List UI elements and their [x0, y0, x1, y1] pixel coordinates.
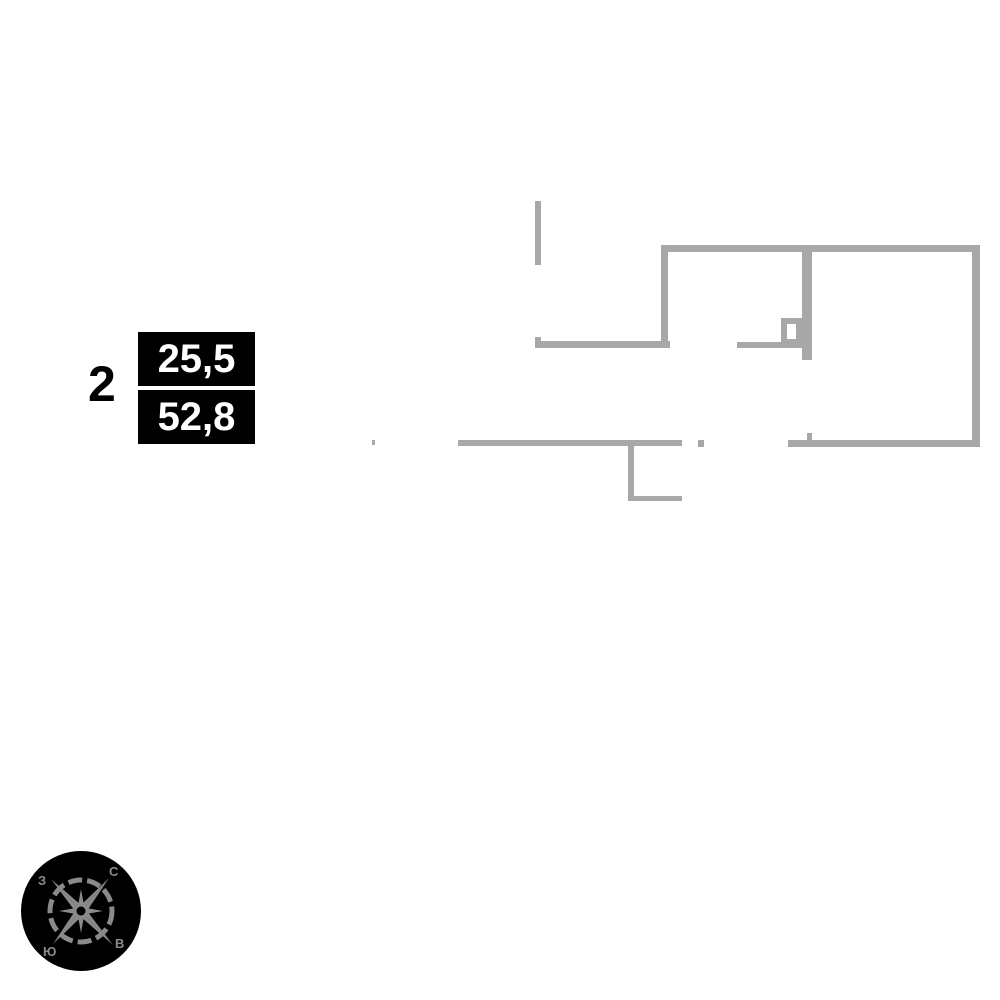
compass-icon: С З Ю В — [21, 851, 141, 971]
wall — [807, 433, 812, 441]
wall — [661, 245, 980, 252]
wall — [372, 440, 375, 445]
wall — [737, 342, 808, 348]
room-count: 2 — [88, 356, 116, 412]
total-area: 52,8 — [138, 390, 255, 444]
wall — [535, 337, 541, 348]
compass-north: С — [109, 864, 119, 879]
wall — [458, 440, 682, 446]
wall — [698, 440, 704, 447]
shaft — [781, 318, 802, 345]
wall — [535, 201, 541, 265]
wall — [788, 440, 980, 447]
wall — [802, 252, 812, 360]
wall — [661, 245, 668, 348]
compass-west: З — [38, 873, 46, 888]
wall — [972, 245, 980, 447]
compass-south: Ю — [43, 944, 56, 959]
living-area: 25,5 — [138, 332, 255, 386]
wall — [535, 341, 670, 348]
wall — [628, 496, 682, 501]
wall — [628, 446, 634, 501]
compass-east: В — [115, 936, 124, 951]
